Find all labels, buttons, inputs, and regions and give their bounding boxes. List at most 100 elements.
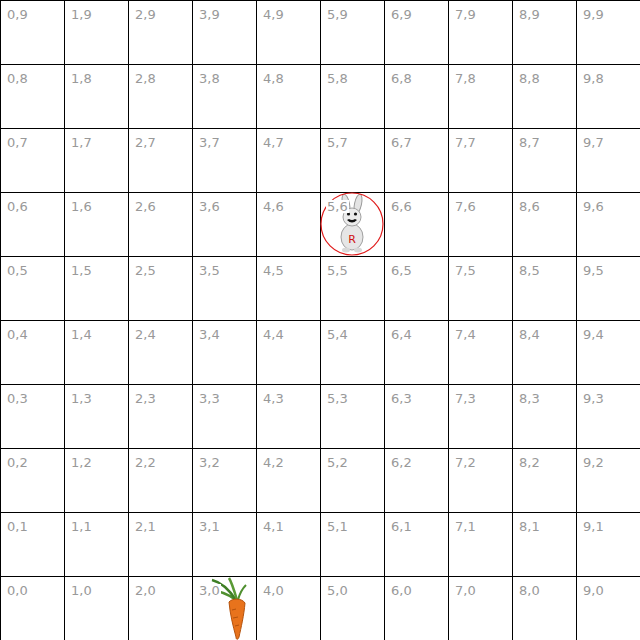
grid-cell: 5,5 (320, 256, 385, 321)
coordinate-label: 3,7 (198, 136, 221, 149)
coordinate-label: 9,2 (582, 456, 605, 469)
rabbit-eye (354, 212, 357, 215)
coordinate-label: 6,1 (390, 520, 413, 533)
coordinate-label: 2,6 (134, 200, 157, 213)
coordinate-label: 9,7 (582, 136, 605, 149)
grid-cell: 1,1 (64, 512, 129, 577)
coordinate-label: 0,1 (6, 520, 29, 533)
carrot-leaf (238, 585, 246, 600)
grid-cell: 0,1 (0, 512, 65, 577)
grid-cell: 9,5 (576, 256, 640, 321)
grid-cell: 8,7 (512, 128, 577, 193)
coordinate-label: 4,7 (262, 136, 285, 149)
grid-cell: 4,1 (256, 512, 321, 577)
grid-cell: 6,9 (384, 0, 449, 65)
coordinate-label: 2,1 (134, 520, 157, 533)
coordinate-label: 4,6 (262, 200, 285, 213)
grid-cell: 7,8 (448, 64, 513, 129)
grid-cell: 6,8 (384, 64, 449, 129)
coordinate-label: 3,8 (198, 72, 221, 85)
coordinate-label: 6,5 (390, 264, 413, 277)
rabbit-mouth (347, 219, 357, 223)
coordinate-label: 6,7 (390, 136, 413, 149)
grid-cell: 8,2 (512, 448, 577, 513)
coordinate-label: 3,5 (198, 264, 221, 277)
grid-cell: 3,6 (192, 192, 257, 257)
coordinate-label: 8,1 (518, 520, 541, 533)
grid-cell: 1,7 (64, 128, 129, 193)
grid-cell: 2,4 (128, 320, 193, 385)
grid-cell: 4,0 (256, 576, 321, 640)
coordinate-label: 5,0 (326, 584, 349, 597)
grid-cell: 2,3 (128, 384, 193, 449)
coordinate-label: 7,6 (454, 200, 477, 213)
coordinate-label: 0,9 (6, 8, 29, 21)
grid-cell: 7,7 (448, 128, 513, 193)
coordinate-label: 8,4 (518, 328, 541, 341)
grid-cell: 4,6 (256, 192, 321, 257)
grid-cell: 7,0 (448, 576, 513, 640)
coordinate-label: 1,3 (70, 392, 93, 405)
grid-cell: 4,8 (256, 64, 321, 129)
coordinate-label: 2,7 (134, 136, 157, 149)
coordinate-label: 5,6 (326, 200, 349, 213)
grid-cell: 5,9 (320, 0, 385, 65)
coordinate-label: 0,7 (6, 136, 29, 149)
grid-cell: 8,6 (512, 192, 577, 257)
grid-cell: 6,2 (384, 448, 449, 513)
coordinate-label: 3,0 (198, 584, 221, 597)
coordinate-label: 2,4 (134, 328, 157, 341)
coordinate-label: 7,5 (454, 264, 477, 277)
coordinate-label: 2,5 (134, 264, 157, 277)
coordinate-label: 8,3 (518, 392, 541, 405)
coordinate-label: 8,7 (518, 136, 541, 149)
carrot-leaf (229, 578, 237, 600)
coordinate-label: 9,0 (582, 584, 605, 597)
grid-cell: 2,5 (128, 256, 193, 321)
coordinate-label: 4,1 (262, 520, 285, 533)
grid-cell: 4,7 (256, 128, 321, 193)
coordinate-label: 8,8 (518, 72, 541, 85)
grid-cell: 5,7 (320, 128, 385, 193)
grid-cell: 8,4 (512, 320, 577, 385)
grid-cell: 8,0 (512, 576, 577, 640)
coordinate-label: 7,4 (454, 328, 477, 341)
coordinate-label: 0,0 (6, 584, 29, 597)
coordinate-label: 7,2 (454, 456, 477, 469)
grid-cell: 3,7 (192, 128, 257, 193)
coordinate-label: 4,0 (262, 584, 285, 597)
grid-cell: 3,2 (192, 448, 257, 513)
coordinate-label: 7,8 (454, 72, 477, 85)
coordinate-label: 1,2 (70, 456, 93, 469)
coordinate-label: 1,6 (70, 200, 93, 213)
grid-cell: 9,9 (576, 0, 640, 65)
rabbit-foot (354, 248, 362, 253)
grid-cell: 3,9 (192, 0, 257, 65)
coordinate-label: 9,5 (582, 264, 605, 277)
grid-cell: 3,4 (192, 320, 257, 385)
grid-cell: 9,2 (576, 448, 640, 513)
coordinate-label: 1,0 (70, 584, 93, 597)
grid-cell: 1,4 (64, 320, 129, 385)
grid-cell: 4,5 (256, 256, 321, 321)
grid-cell: 1,0 (64, 576, 129, 640)
coordinate-label: 3,4 (198, 328, 221, 341)
coordinate-label: 6,9 (390, 8, 413, 21)
grid-cell: 7,4 (448, 320, 513, 385)
coordinate-label: 9,3 (582, 392, 605, 405)
grid-cell: 2,2 (128, 448, 193, 513)
grid-cell: 6,7 (384, 128, 449, 193)
coordinate-label: 7,1 (454, 520, 477, 533)
coordinate-label: 5,3 (326, 392, 349, 405)
grid-cell: 3,1 (192, 512, 257, 577)
coordinate-label: 5,9 (326, 8, 349, 21)
grid-cell: 2,8 (128, 64, 193, 129)
grid-cell: 9,1 (576, 512, 640, 577)
carrot-body (229, 599, 245, 639)
grid-cell: 0,5 (0, 256, 65, 321)
coordinate-label: 2,9 (134, 8, 157, 21)
grid-cell: 0,6 (0, 192, 65, 257)
grid-cell: 3,5 (192, 256, 257, 321)
coordinate-label: 6,0 (390, 584, 413, 597)
coordinate-label: 8,2 (518, 456, 541, 469)
